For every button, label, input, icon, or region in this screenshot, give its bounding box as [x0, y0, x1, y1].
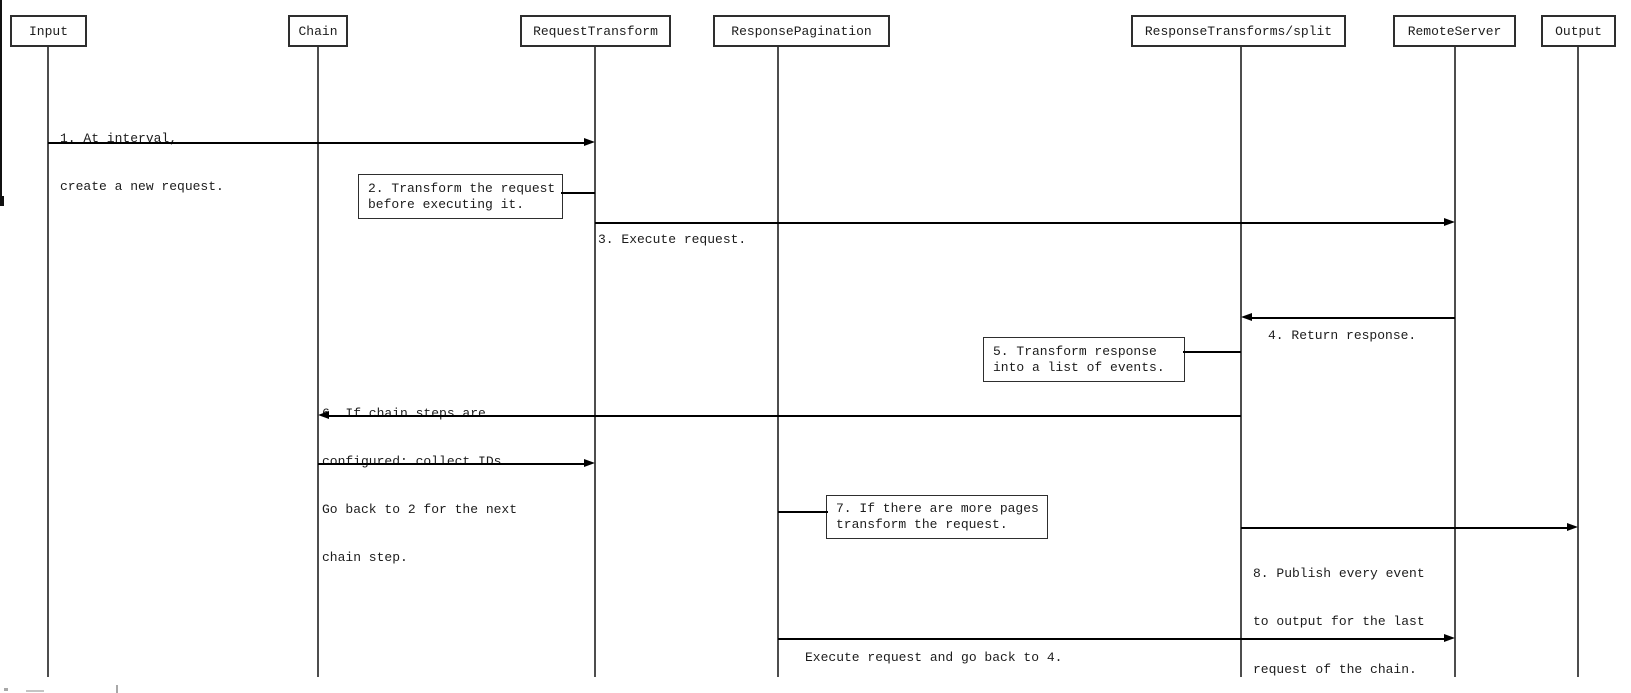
message-3-label: 3. Execute request.: [598, 200, 746, 280]
actor-label: Chain: [298, 23, 338, 39]
message-execute-again-label: Execute request and go back to 4.: [805, 618, 1062, 693]
message-8-line-3: request of the chain.: [1253, 662, 1417, 677]
actor-request-transform: RequestTransform: [520, 15, 671, 47]
arrowhead-right: [584, 138, 595, 147]
message-1-line-2: create a new request.: [60, 179, 224, 194]
actor-input: Input: [10, 15, 87, 47]
message-4-line-1: 4. Return response.: [1268, 328, 1417, 343]
actor-remote-server: RemoteServer: [1393, 15, 1516, 47]
message-3-line-1: 3. Execute request.: [598, 232, 747, 247]
actor-label: RequestTransform: [533, 23, 658, 39]
lifeline-input: [47, 47, 49, 677]
message-3-arrow: [595, 222, 1445, 224]
note-2-line-2: before executing it.: [368, 196, 525, 212]
cutoff-text-artifact: [4, 688, 8, 691]
message-execute-again-line-1: Execute request and go back to 4.: [805, 650, 1063, 665]
lifeline-output: [1577, 47, 1579, 677]
message-6-label: 6. If chain steps are configured: collec…: [322, 374, 501, 502]
note-5-line-2: into a list of events.: [993, 359, 1165, 375]
note-5-connector: [1183, 351, 1241, 353]
arrowhead-left: [318, 411, 329, 420]
note-2-line-1: 2. Transform the request: [368, 180, 556, 196]
note-7-line-2: transform the request.: [836, 517, 1008, 532]
message-1-line-1: 1. At interval,: [60, 131, 178, 146]
message-go-back-label: Go back to 2 for the next chain step.: [322, 470, 517, 598]
message-4-arrow: [1251, 317, 1455, 319]
message-execute-again-arrow: [778, 638, 1444, 640]
lifeline-chain: [317, 47, 319, 677]
note-7-line-1: 7. If there are more pages: [836, 501, 1039, 516]
left-frame-edge-artifact: [0, 0, 2, 198]
actor-label: Input: [28, 23, 68, 39]
arrowhead-right: [584, 459, 595, 468]
message-go-back-arrow: [318, 463, 585, 465]
message-8-label: 8. Publish every event to output for the…: [1253, 534, 1425, 693]
note-7: 7. If there are more pages transform the…: [826, 495, 1048, 539]
arrowhead-right: [1444, 218, 1455, 227]
lifeline-remote-server: [1454, 47, 1456, 677]
message-6-line-1: 6. If chain steps are: [322, 406, 486, 421]
cutoff-text-artifact: [26, 690, 44, 692]
message-6-line-2: configured: collect IDs: [322, 454, 502, 469]
actor-label: Output: [1555, 23, 1602, 39]
note-5-line-1: 5. Transform response: [993, 343, 1157, 359]
message-8-line-1: 8. Publish every event: [1253, 566, 1425, 581]
actor-output: Output: [1541, 15, 1616, 47]
note-7-connector: [778, 511, 828, 513]
note-2: 2. Transform the request before executin…: [358, 174, 563, 219]
actor-response-pagination: ResponsePagination: [713, 15, 890, 47]
left-frame-tick-artifact: [0, 196, 4, 206]
message-go-back-line-2: chain step.: [322, 550, 408, 565]
cutoff-text-artifact: [116, 685, 118, 693]
message-go-back-line-1: Go back to 2 for the next: [322, 502, 518, 517]
actor-label: RemoteServer: [1407, 23, 1502, 39]
arrowhead-left: [1241, 313, 1252, 322]
lifeline-response-pagination: [777, 47, 779, 677]
message-6-arrow: [328, 415, 1241, 417]
message-8-arrow: [1241, 527, 1567, 529]
note-2-connector: [561, 192, 595, 194]
actor-label: ResponsePagination: [731, 23, 872, 39]
actor-chain: Chain: [288, 15, 348, 47]
note-5: 5. Transform response into a list of eve…: [983, 337, 1185, 382]
arrowhead-right: [1567, 523, 1578, 532]
actor-response-transforms-split: ResponseTransforms/split: [1131, 15, 1346, 47]
message-1-label: 1. At interval, create a new request.: [60, 99, 224, 227]
arrowhead-right: [1444, 634, 1455, 643]
lifeline-request-transform: [594, 47, 596, 677]
message-8-line-2: to output for the last: [1253, 614, 1425, 629]
message-4-label: 4. Return response.: [1268, 296, 1416, 376]
actor-label: ResponseTransforms/split: [1144, 23, 1333, 39]
message-1-arrow: [48, 142, 585, 144]
lifeline-response-transforms-split: [1240, 47, 1242, 677]
